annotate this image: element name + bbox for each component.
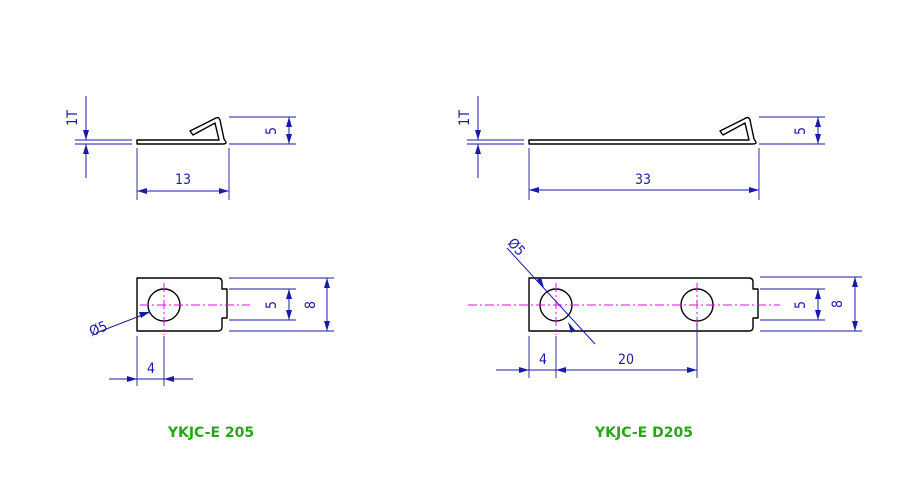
part2-length-label: 33: [635, 172, 651, 188]
part1-width-label: 8: [303, 301, 319, 309]
part2-pitch-label: 20: [618, 352, 634, 368]
part2-side-profile: [528, 116, 757, 145]
part1-height-label: 5: [264, 127, 280, 135]
part1-thickness-label: 1T: [65, 110, 81, 126]
part1-top-view: 5 8 Ø5 4: [87, 277, 334, 386]
part1-side-view: 1T 5 13: [65, 96, 296, 200]
part2-offset-label: 4: [539, 352, 547, 368]
part1-name: YKJC-E 205: [167, 425, 254, 441]
part2-height-label: 5: [793, 127, 809, 135]
part2-name: YKJC-E D205: [594, 425, 693, 441]
part2-width-label: 8: [830, 300, 846, 308]
part2-side-view: 1T 5 33: [457, 96, 825, 200]
part1-diameter-label: Ø5: [87, 319, 110, 341]
part2-top-view: 5 8 Ø5 4 20: [468, 235, 862, 378]
part1-side-profile: [136, 116, 227, 145]
part1-length-label: 13: [175, 172, 191, 188]
part1-offset-label: 4: [147, 361, 155, 377]
part2-diameter-label: Ø5: [504, 235, 528, 259]
part2-slot-label: 5: [793, 301, 809, 309]
part2-thickness-label: 1T: [457, 110, 473, 126]
part1-slot-label: 5: [264, 301, 280, 309]
